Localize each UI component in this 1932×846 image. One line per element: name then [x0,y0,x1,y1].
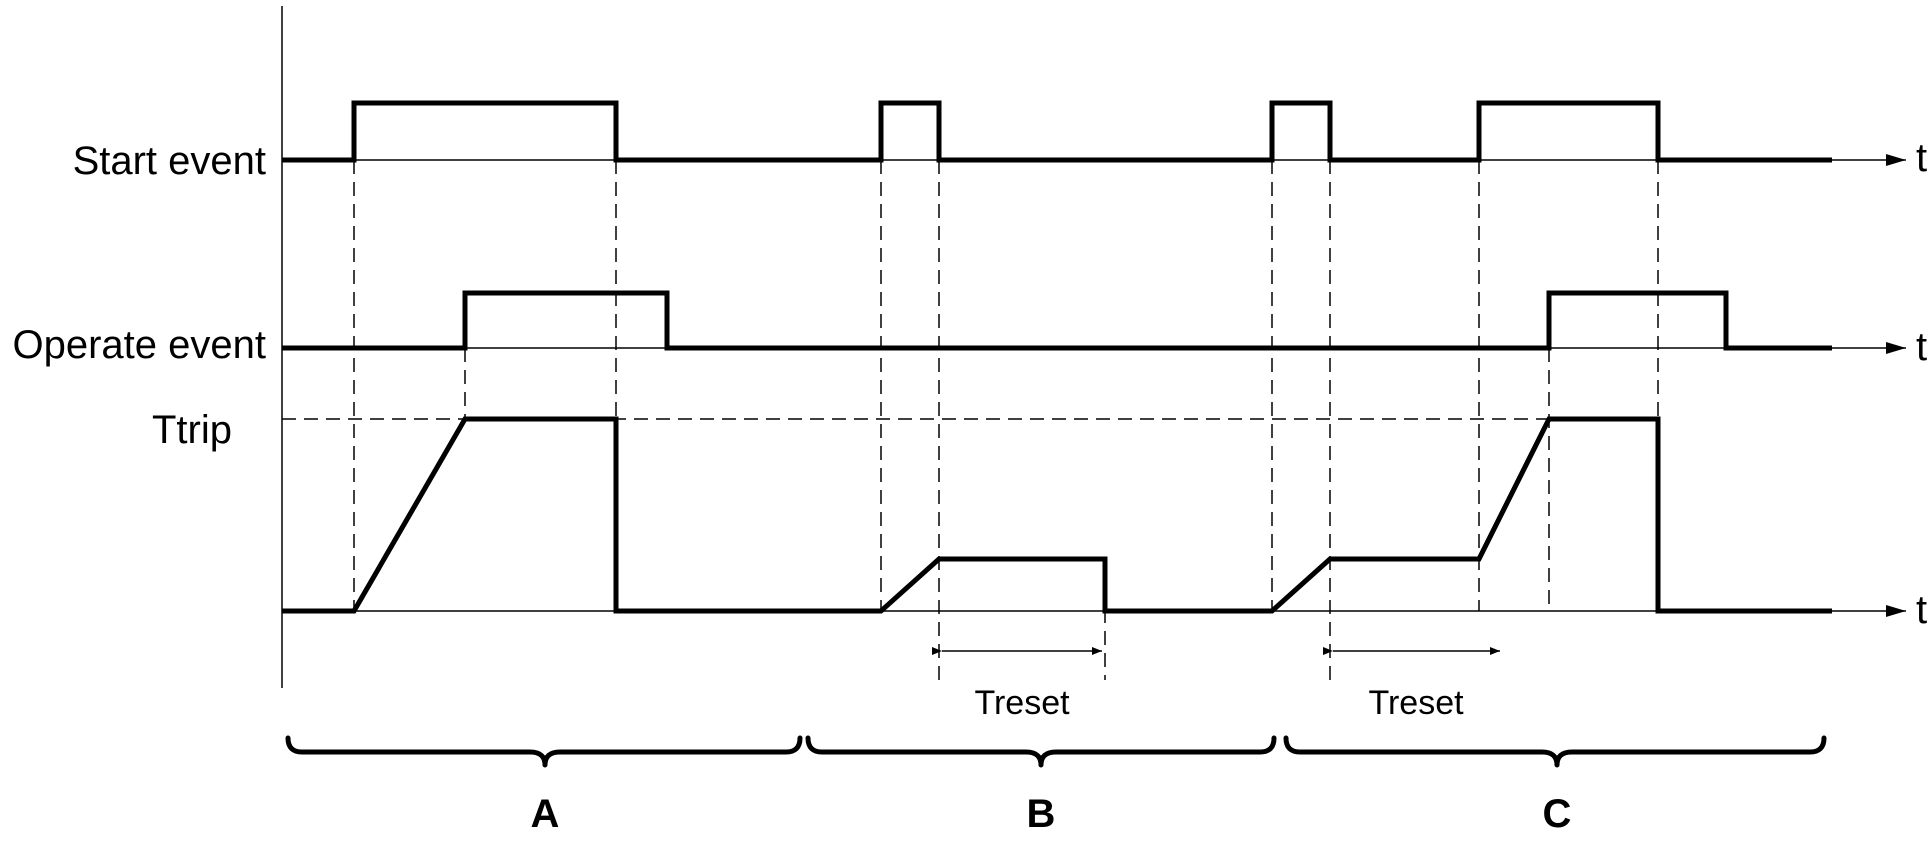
section-brace-a [285,735,803,768]
start-event-signal [282,100,1832,163]
time-axis-label: t [1916,588,1927,632]
section-label-b: B [1027,792,1056,836]
section-brace-c [1283,735,1827,768]
operate-event-label: Operate event [13,323,267,367]
section-label-c: C [1543,792,1572,836]
guide-lines [353,160,1659,680]
section-brace-b [805,735,1277,768]
start-event-label: Start event [73,139,266,183]
section-label-a: A [531,792,560,836]
operate-event-signal [282,290,1832,351]
timer-signal [282,416,1832,614]
time-axis-label: t [1916,325,1927,369]
time-axis-label: t [1916,136,1927,180]
treset-label: Treset [1368,684,1464,722]
ttrip-label: Ttrip [152,408,232,452]
treset-label: Treset [974,684,1070,722]
